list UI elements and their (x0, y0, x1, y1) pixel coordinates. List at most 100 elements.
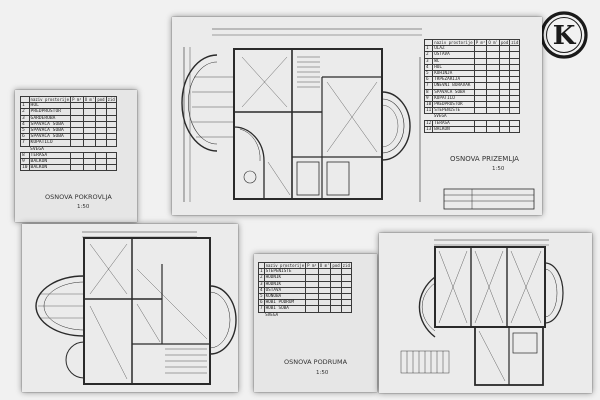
cell-wall (509, 107, 521, 115)
table-row: SVEGA (425, 114, 520, 120)
cell-wall (509, 76, 521, 84)
cell-no: 10 (20, 164, 30, 172)
cell-floor (331, 312, 341, 318)
cell-wall (340, 299, 352, 307)
col-floor: pod (330, 261, 342, 270)
col-wall: zid (340, 261, 352, 270)
col-room-name: naziv prostorije (263, 261, 307, 270)
table-header-row: naziv prostorije P m² O m' pod zid (258, 261, 352, 270)
cell-perimeter (82, 164, 97, 172)
cell-wall (509, 82, 521, 90)
ground-floor-caption: OSNOVA PRIZEMLJA (450, 155, 519, 163)
cell-no: 13 (423, 125, 434, 134)
cell-room-name: BALKON (28, 164, 72, 172)
cell-wall (340, 292, 352, 301)
cell-area (473, 125, 488, 134)
sheet-basement-plan (379, 233, 592, 393)
col-perimeter: O m' (317, 261, 332, 270)
cell-area (306, 312, 319, 318)
cell-no: 12 (423, 119, 434, 127)
cell-wall (105, 120, 117, 129)
cell-wall (105, 108, 117, 116)
cell-wall (105, 102, 117, 110)
cell-wall (105, 139, 117, 147)
col-room-name: naziv prostorije (28, 95, 72, 104)
roof-scale: 1:50 (77, 204, 90, 210)
cell-room-name: HOL (28, 102, 72, 110)
col-floor: pod (498, 38, 511, 47)
cell-room-name: KUPATILO (432, 94, 475, 103)
cell-room-name: STEPENIŠTE (432, 107, 475, 115)
table-header-row: naziv prostorije P m² O m' pod zid (20, 95, 117, 104)
roof-plan-drawing (35, 231, 237, 385)
logo-letter: K (553, 21, 577, 51)
cell-room-name: SVEGA (30, 146, 44, 152)
cell-room-name: BALKON (432, 125, 475, 134)
cell-wall (341, 312, 351, 318)
cell-no: 7 (423, 82, 434, 90)
cell-no: 3 (423, 57, 434, 65)
cell-room-name: HODNIK (263, 280, 307, 288)
cell-room-name: SVEGA (433, 114, 447, 120)
cell-perimeter (318, 312, 331, 318)
table-row: SVEGA (21, 146, 117, 152)
cell-room-name: KUPATILO (28, 139, 72, 147)
cell-room-name: TRPEZARIJA (432, 76, 475, 84)
col-area: P m² (473, 38, 488, 47)
cell-no: 11 (423, 107, 434, 115)
cell-room-name: OSTAVA (263, 286, 307, 295)
cell-room-name: TERASA (432, 119, 475, 127)
cell-wall (105, 164, 117, 172)
cell-perimeter (486, 125, 500, 134)
col-wall: zid (509, 38, 521, 47)
basement-scale: 1:50 (316, 370, 329, 376)
cell-no: 4 (423, 63, 434, 72)
cell-no: 8 (423, 88, 434, 96)
cell-floor (498, 125, 511, 134)
cell-room-name: PREDPROSTOR (28, 108, 72, 116)
cell-no: 10 (423, 101, 434, 109)
cell-no: 9 (423, 94, 434, 103)
cell-room-name: PREDPROSTOR (432, 101, 475, 109)
cell-room-name: SPAVAĆA SOBA (28, 120, 72, 129)
col-area: P m² (305, 261, 319, 270)
col-perimeter: O m' (82, 95, 97, 104)
cell-room-name: KUHINJA (432, 69, 475, 78)
cell-wall (509, 69, 521, 78)
table-header-row: naziv prostorije P m² O m' pod zid (423, 38, 521, 47)
cell-area (70, 164, 84, 172)
logo-k-icon: K (540, 11, 588, 59)
col-floor: pod (95, 95, 107, 104)
cell-wall (509, 88, 521, 96)
col-wall: zid (105, 95, 117, 104)
cell-wall (509, 63, 521, 72)
col-room-name: naziv prostorije (432, 38, 475, 47)
col-area: P m² (70, 95, 84, 104)
cell-wall (340, 268, 352, 276)
cell-wall (509, 119, 521, 127)
